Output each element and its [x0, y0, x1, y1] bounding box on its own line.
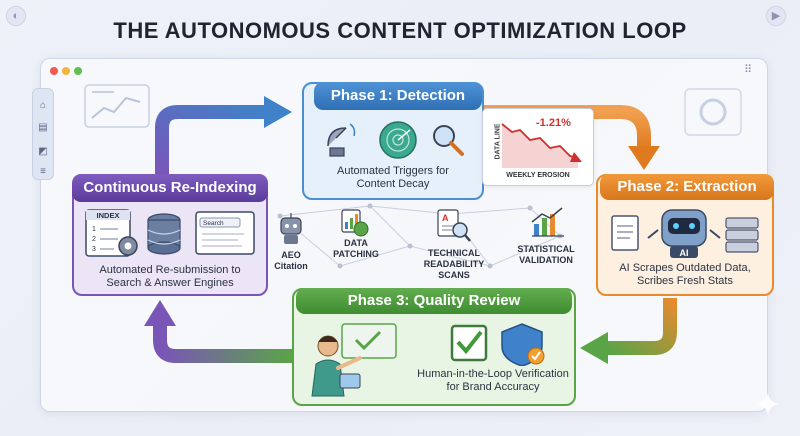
index-item-1: 1 [92, 226, 96, 233]
mini-chart-decoration [84, 84, 150, 128]
checkbox-icon [450, 324, 488, 362]
reindex-icons: INDEX 1 2 3 Search [85, 209, 255, 257]
tech-line1: TECHNICAL [428, 248, 480, 258]
phase1-description: Automated Triggers for Content Decay [302, 165, 484, 191]
erosion-chart [501, 123, 582, 168]
phase2-description: AI Scrapes Outdated Data, Scribes Fresh … [596, 262, 774, 288]
data-patching-icon [341, 209, 369, 237]
svg-text:A: A [442, 213, 449, 223]
play-icon: ▶ [766, 6, 786, 26]
erosion-percent: -1.21% [536, 117, 571, 129]
arrow-detection-to-extraction [484, 105, 651, 148]
phase3-title: Phase 3: Quality Review [296, 288, 572, 314]
technical-readability-label: TECHNICAL READABILITY SCANS [416, 248, 492, 281]
magnifier-icon [433, 125, 464, 156]
home-icon[interactable]: ⌂ [39, 100, 47, 111]
data-line1: DATA [344, 238, 368, 248]
stat-line2: VALIDATION [519, 255, 573, 265]
corner-circle-icon: ◐ [6, 6, 26, 26]
database-icon [147, 213, 181, 255]
phase3-description-line2: for Brand Accuracy [446, 381, 540, 393]
grid-menu-icon[interactable]: ⠿ [744, 64, 753, 76]
index-item-2: 2 [92, 236, 96, 243]
statistical-validation-icon [531, 207, 564, 237]
stat-line1: STATISTICAL [517, 244, 575, 254]
reindex-title: Continuous Re-Indexing [72, 174, 268, 202]
window-maximize-dot[interactable] [74, 67, 82, 75]
window-minimize-dot[interactable] [62, 67, 70, 75]
search-window-icon: Search [195, 211, 255, 255]
phase3-description-line1: Human-in-the-Loop Verification [417, 368, 569, 380]
phase2-title: Phase 2: Extraction [600, 174, 774, 200]
tech-line3: SCANS [438, 270, 470, 280]
reindex-description-line1: Automated Re-submission to [99, 264, 241, 276]
readability-scan-icon: A [437, 209, 471, 242]
aeo-robot-icon [280, 213, 302, 244]
arrow-extraction-to-quality [606, 298, 677, 355]
menu-icon[interactable]: ≡ [40, 166, 46, 177]
extraction-icons: AI [611, 209, 759, 258]
statistical-validation-label: STATISTICAL VALIDATION [506, 244, 586, 266]
arrow-reindex-to-detection [155, 105, 266, 176]
document-icon [611, 215, 639, 251]
detection-icons [327, 121, 464, 159]
ai-label: AI [680, 248, 689, 258]
aeo-line1: AEO [281, 250, 301, 260]
page-title: THE AUTONOMOUS CONTENT OPTIMIZATION LOOP [113, 18, 687, 43]
phase1-title: Phase 1: Detection [314, 82, 482, 110]
aeo-citation-label: AEO Citation [262, 250, 320, 272]
aeo-line2: Citation [274, 261, 308, 271]
tech-line2: READABILITY [423, 259, 485, 269]
data-line2: PATCHING [333, 249, 379, 259]
phase2-description-line2: Scribes Fresh Stats [637, 275, 733, 287]
search-label: Search [203, 220, 224, 227]
quality-icons [450, 323, 545, 366]
side-toolbar [32, 88, 54, 180]
reviewer-illustration [311, 323, 397, 397]
index-label: INDEX [97, 211, 120, 220]
erosion-caption: WEEKLY EROSION [506, 172, 570, 179]
radar-icon [379, 121, 417, 159]
phase1-description-line1: Automated Triggers for [337, 165, 449, 177]
gear-icon [118, 236, 138, 256]
ai-robot-icon: AI [647, 209, 721, 258]
phase1-description-line2: Content Decay [356, 178, 430, 190]
database-icon [725, 217, 759, 253]
arrow-quality-to-reindex [153, 324, 292, 363]
data-patching-label: DATA PATCHING [326, 238, 386, 260]
satellite-dish-icon [327, 123, 356, 157]
refresh-decoration [684, 88, 742, 136]
window-close-dot[interactable] [50, 67, 58, 75]
layers-icon[interactable]: ▤ [38, 122, 48, 133]
index-item-3: 3 [92, 246, 96, 253]
sparkle-icon [756, 392, 780, 416]
shield-icon [501, 323, 545, 366]
reindex-description: Automated Re-submission to Search & Answ… [72, 264, 268, 290]
reindex-description-line2: Search & Answer Engines [106, 277, 234, 289]
edit-icon[interactable]: ◩ [38, 146, 48, 157]
phase3-description: Human-in-the-Loop Verification for Brand… [408, 368, 578, 394]
phase2-description-line1: AI Scrapes Outdated Data, [619, 262, 751, 274]
